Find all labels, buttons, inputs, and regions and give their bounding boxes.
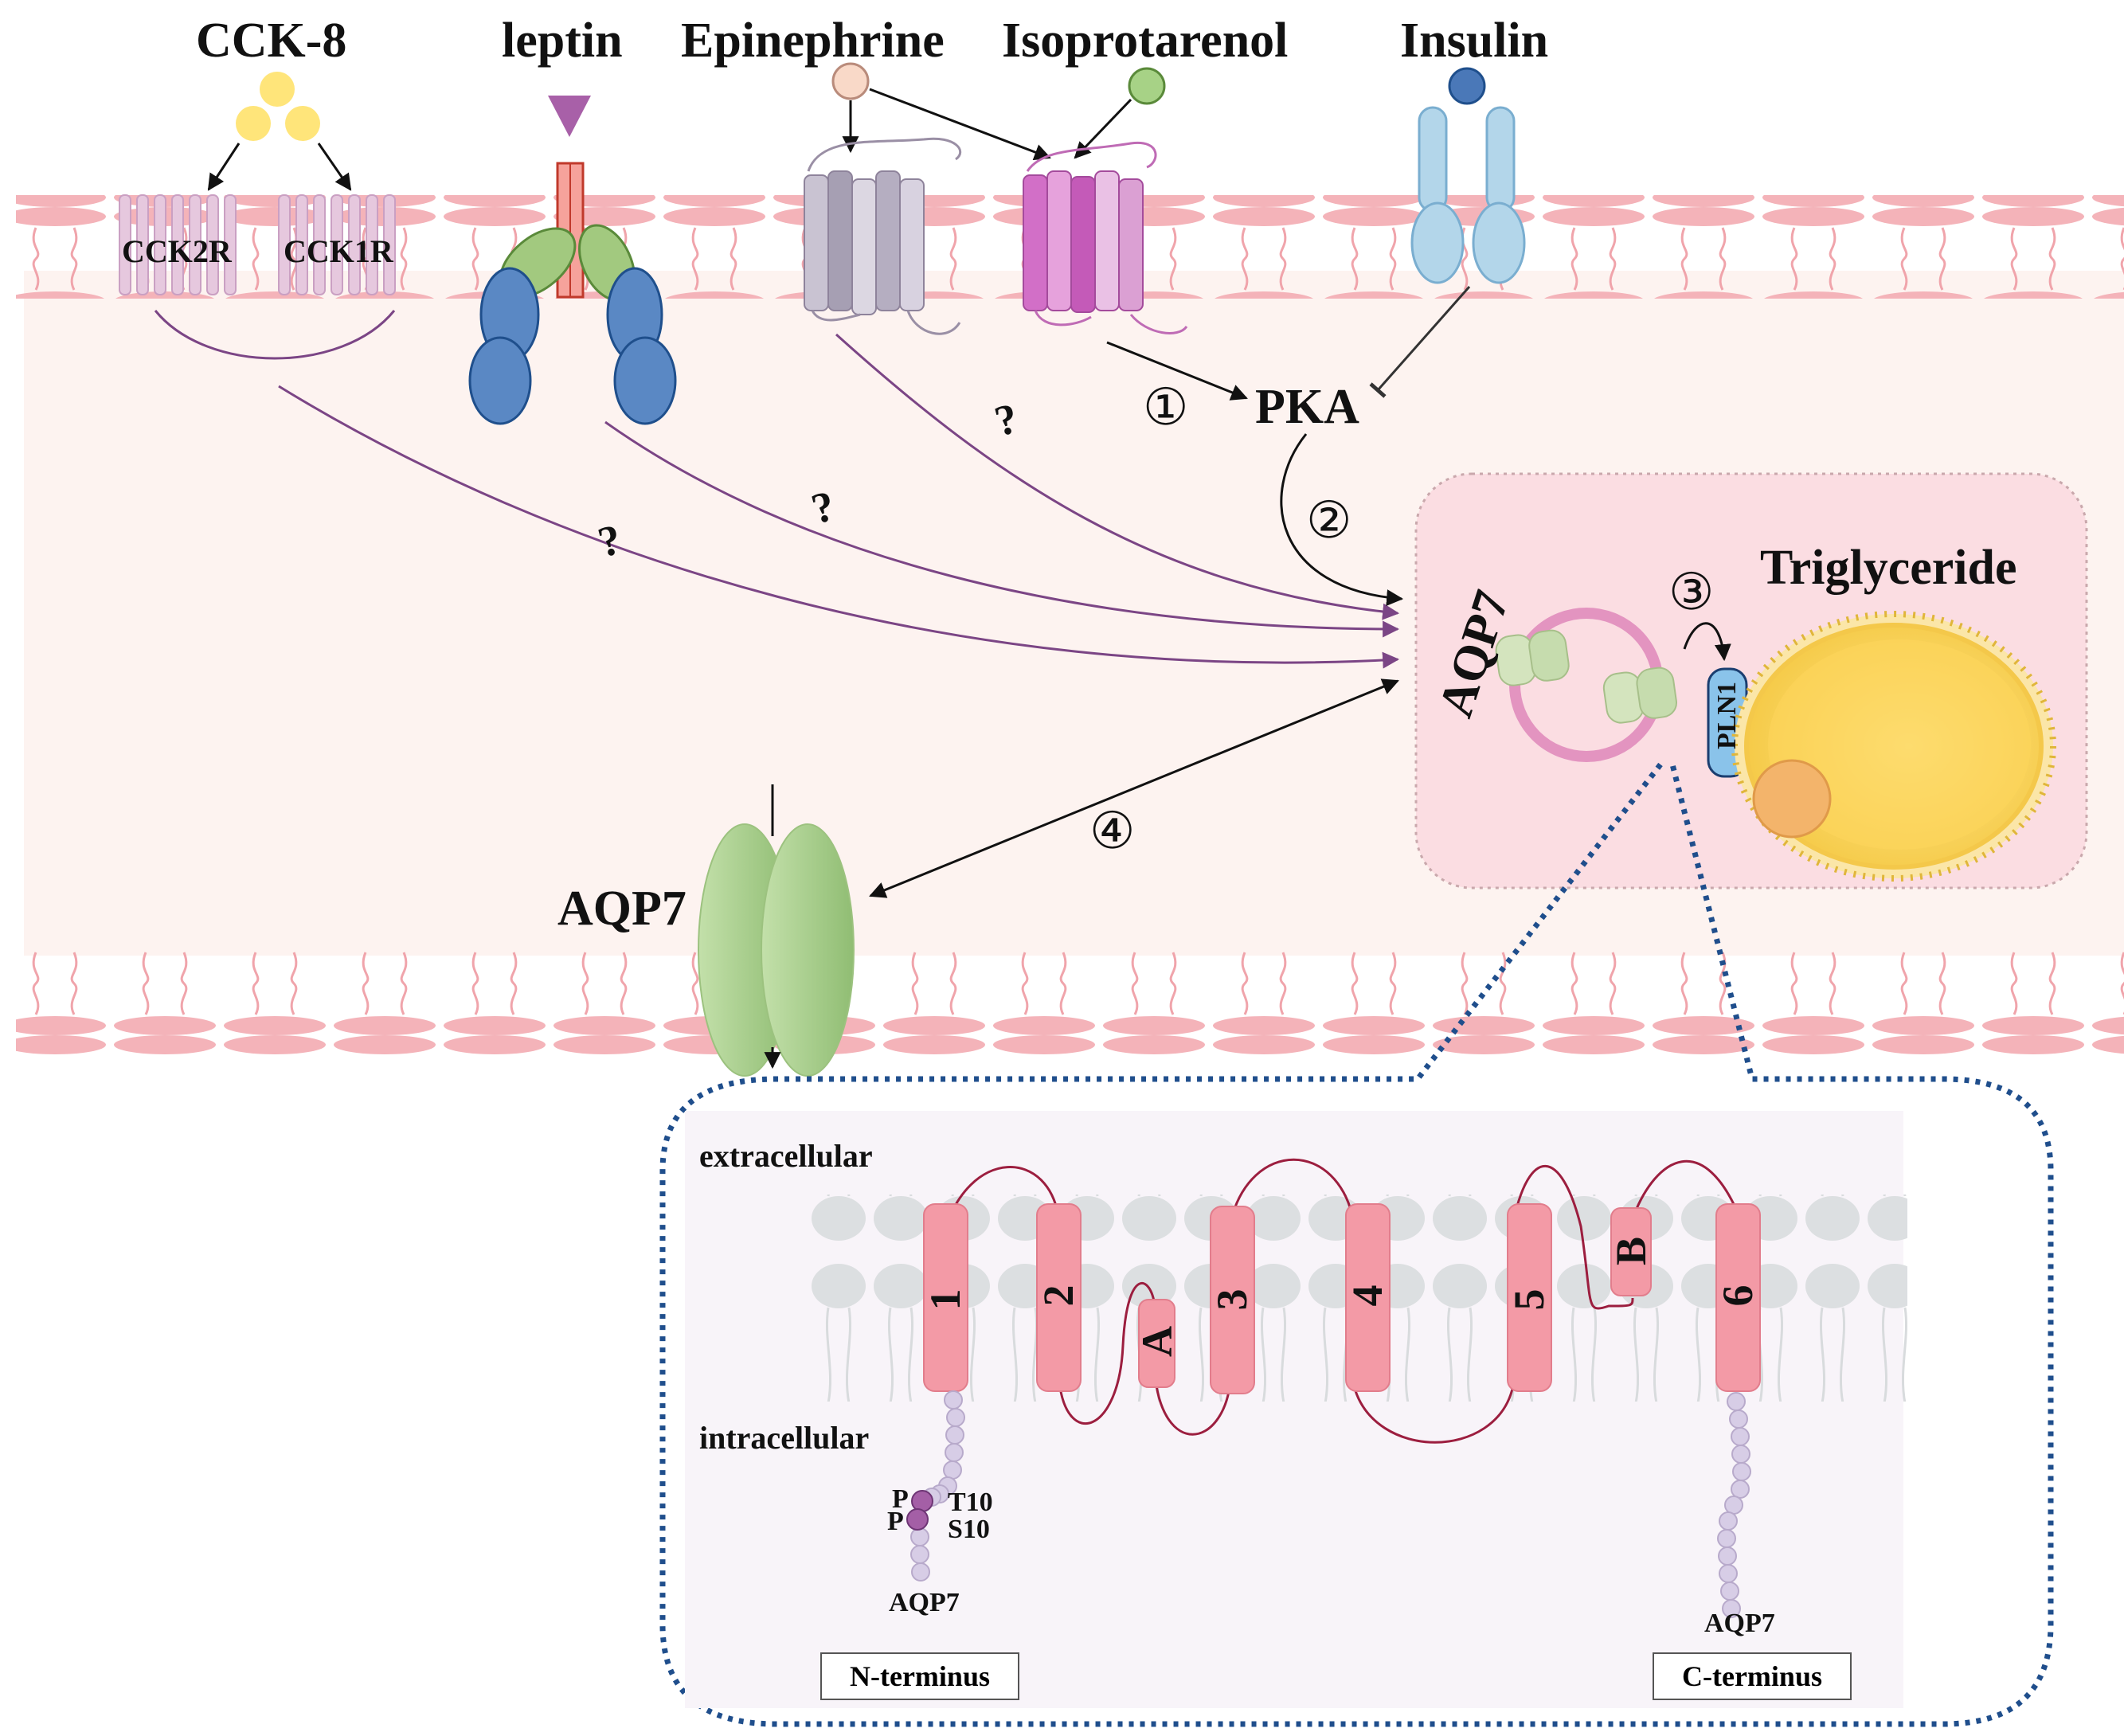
- step1-marker: ①: [1143, 378, 1189, 437]
- leptin-label: leptin: [502, 14, 623, 68]
- c-terminus-chain: [1717, 1392, 1751, 1618]
- alpha-adrenergic-receptor: [804, 137, 962, 335]
- helix-5-label: 5: [1505, 1288, 1553, 1311]
- n-terminus-box: N-terminus: [820, 1652, 1019, 1700]
- helix-3-label: 3: [1208, 1288, 1256, 1311]
- pln1-label: PLN1: [1712, 682, 1742, 749]
- cck8-ligand: [236, 72, 320, 141]
- alpha-to-aqp7-arrow: [835, 333, 1400, 620]
- step2-marker: ②: [1306, 491, 1352, 550]
- site-t10-label: T10: [948, 1488, 993, 1517]
- cck8-to-cck2r-arrow: [207, 143, 241, 191]
- cck1r-label: CCK1R: [284, 233, 393, 269]
- isoprotarenol-ligand: [1128, 67, 1166, 105]
- cck8-label: CCK-8: [196, 14, 347, 68]
- c-terminal-aqp7-label: AQP7: [1704, 1609, 1775, 1638]
- triglyceride-label: Triglyceride: [1760, 541, 2017, 595]
- helix-1-label: 1: [921, 1288, 969, 1311]
- leptin-to-aqp7-arrow: [604, 420, 1400, 638]
- phospho-t10: [911, 1490, 933, 1512]
- plasma-aqp7-label: AQP7: [557, 882, 686, 936]
- extracellular-label: extracellular: [699, 1138, 873, 1174]
- insulin-ligand: [1448, 67, 1486, 105]
- beta-adrenergic-receptor: [1023, 141, 1188, 334]
- pka-label: PKA: [1255, 380, 1359, 434]
- beta-to-pka-arrow: [1106, 341, 1248, 401]
- site-s10-label: S10: [948, 1515, 990, 1544]
- epinephrine-to-beta-arrow: [869, 88, 1051, 161]
- insulin-receptor: [1410, 106, 1526, 284]
- step4-marker: ④: [1089, 802, 1136, 861]
- cck1r-receptor: [278, 194, 396, 295]
- insulin-inhibits-pka: [1369, 286, 1471, 398]
- step3-marker: ③: [1668, 563, 1715, 622]
- topology-backbone: [942, 1158, 1742, 1444]
- cck2r-receptor: [119, 194, 237, 295]
- helix-2-label: 2: [1035, 1284, 1082, 1307]
- step3-arrow: [1683, 622, 1731, 662]
- bottom-membrane: [16, 952, 2124, 1055]
- c-terminus-box: C-terminus: [1653, 1652, 1852, 1700]
- n-terminal-aqp7-label: AQP7: [889, 1588, 960, 1617]
- plasma-membrane-aqp7: [698, 784, 855, 1077]
- pka-to-aqp7-arrow: [1280, 433, 1404, 607]
- leptin-receptor: [468, 224, 677, 425]
- isoprotarenol-label: Isoprotarenol: [1002, 14, 1289, 68]
- vesicle-aqp7-channel-left: [1495, 629, 1570, 686]
- helix-b-label: B: [1607, 1236, 1655, 1265]
- triglyceride-droplet: [1731, 611, 2056, 882]
- intracellular-label: intracellular: [699, 1420, 870, 1456]
- cck8-to-cck1r-arrow: [317, 143, 352, 191]
- helix-6-label: 6: [1714, 1284, 1762, 1307]
- phospho-s10: [906, 1508, 929, 1531]
- helix-4-label: 4: [1344, 1284, 1391, 1307]
- topology-helices: [923, 1203, 1761, 1394]
- cck2r-label: CCK2R: [122, 233, 232, 269]
- phospho-p-upper: P: [892, 1484, 909, 1514]
- phospho-p-lower: P: [887, 1507, 904, 1536]
- insulin-label: Insulin: [1400, 14, 1549, 68]
- aqp7-translocation-arrow: [869, 678, 1399, 898]
- leptin-ligand: [548, 96, 591, 137]
- epinephrine-label: Epinephrine: [681, 14, 945, 68]
- helix-a-label: A: [1133, 1326, 1181, 1357]
- cck-receptor-link: [154, 310, 396, 360]
- epinephrine-ligand: [831, 62, 870, 100]
- vesicle-aqp7-channel-right: [1602, 667, 1677, 724]
- cck-to-aqp7-arrow: [278, 385, 1400, 669]
